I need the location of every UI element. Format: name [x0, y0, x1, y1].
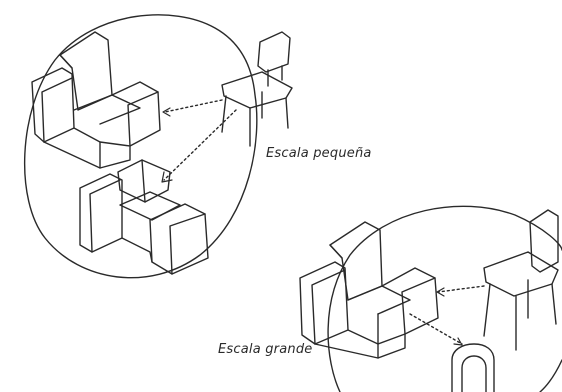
large-sightline-bottom — [409, 313, 463, 345]
large-sightline-top — [437, 285, 485, 293]
large-scale-circle — [327, 205, 562, 392]
large-armchair — [299, 221, 439, 359]
small-armchair-top — [31, 31, 161, 169]
large-scale-label: Escala grande — [218, 342, 313, 357]
large-chair — [483, 209, 559, 351]
small-scale-group — [23, 14, 293, 279]
small-scale-circle — [23, 14, 258, 279]
large-scale-group — [299, 205, 562, 392]
small-chair — [221, 31, 293, 147]
large-chair-bottom — [451, 343, 495, 392]
small-sightline-top — [164, 99, 223, 113]
small-sightline-bottom — [163, 109, 237, 181]
small-armchair-bottom — [79, 159, 209, 275]
small-scale-label: Escala pequeña — [266, 146, 372, 161]
